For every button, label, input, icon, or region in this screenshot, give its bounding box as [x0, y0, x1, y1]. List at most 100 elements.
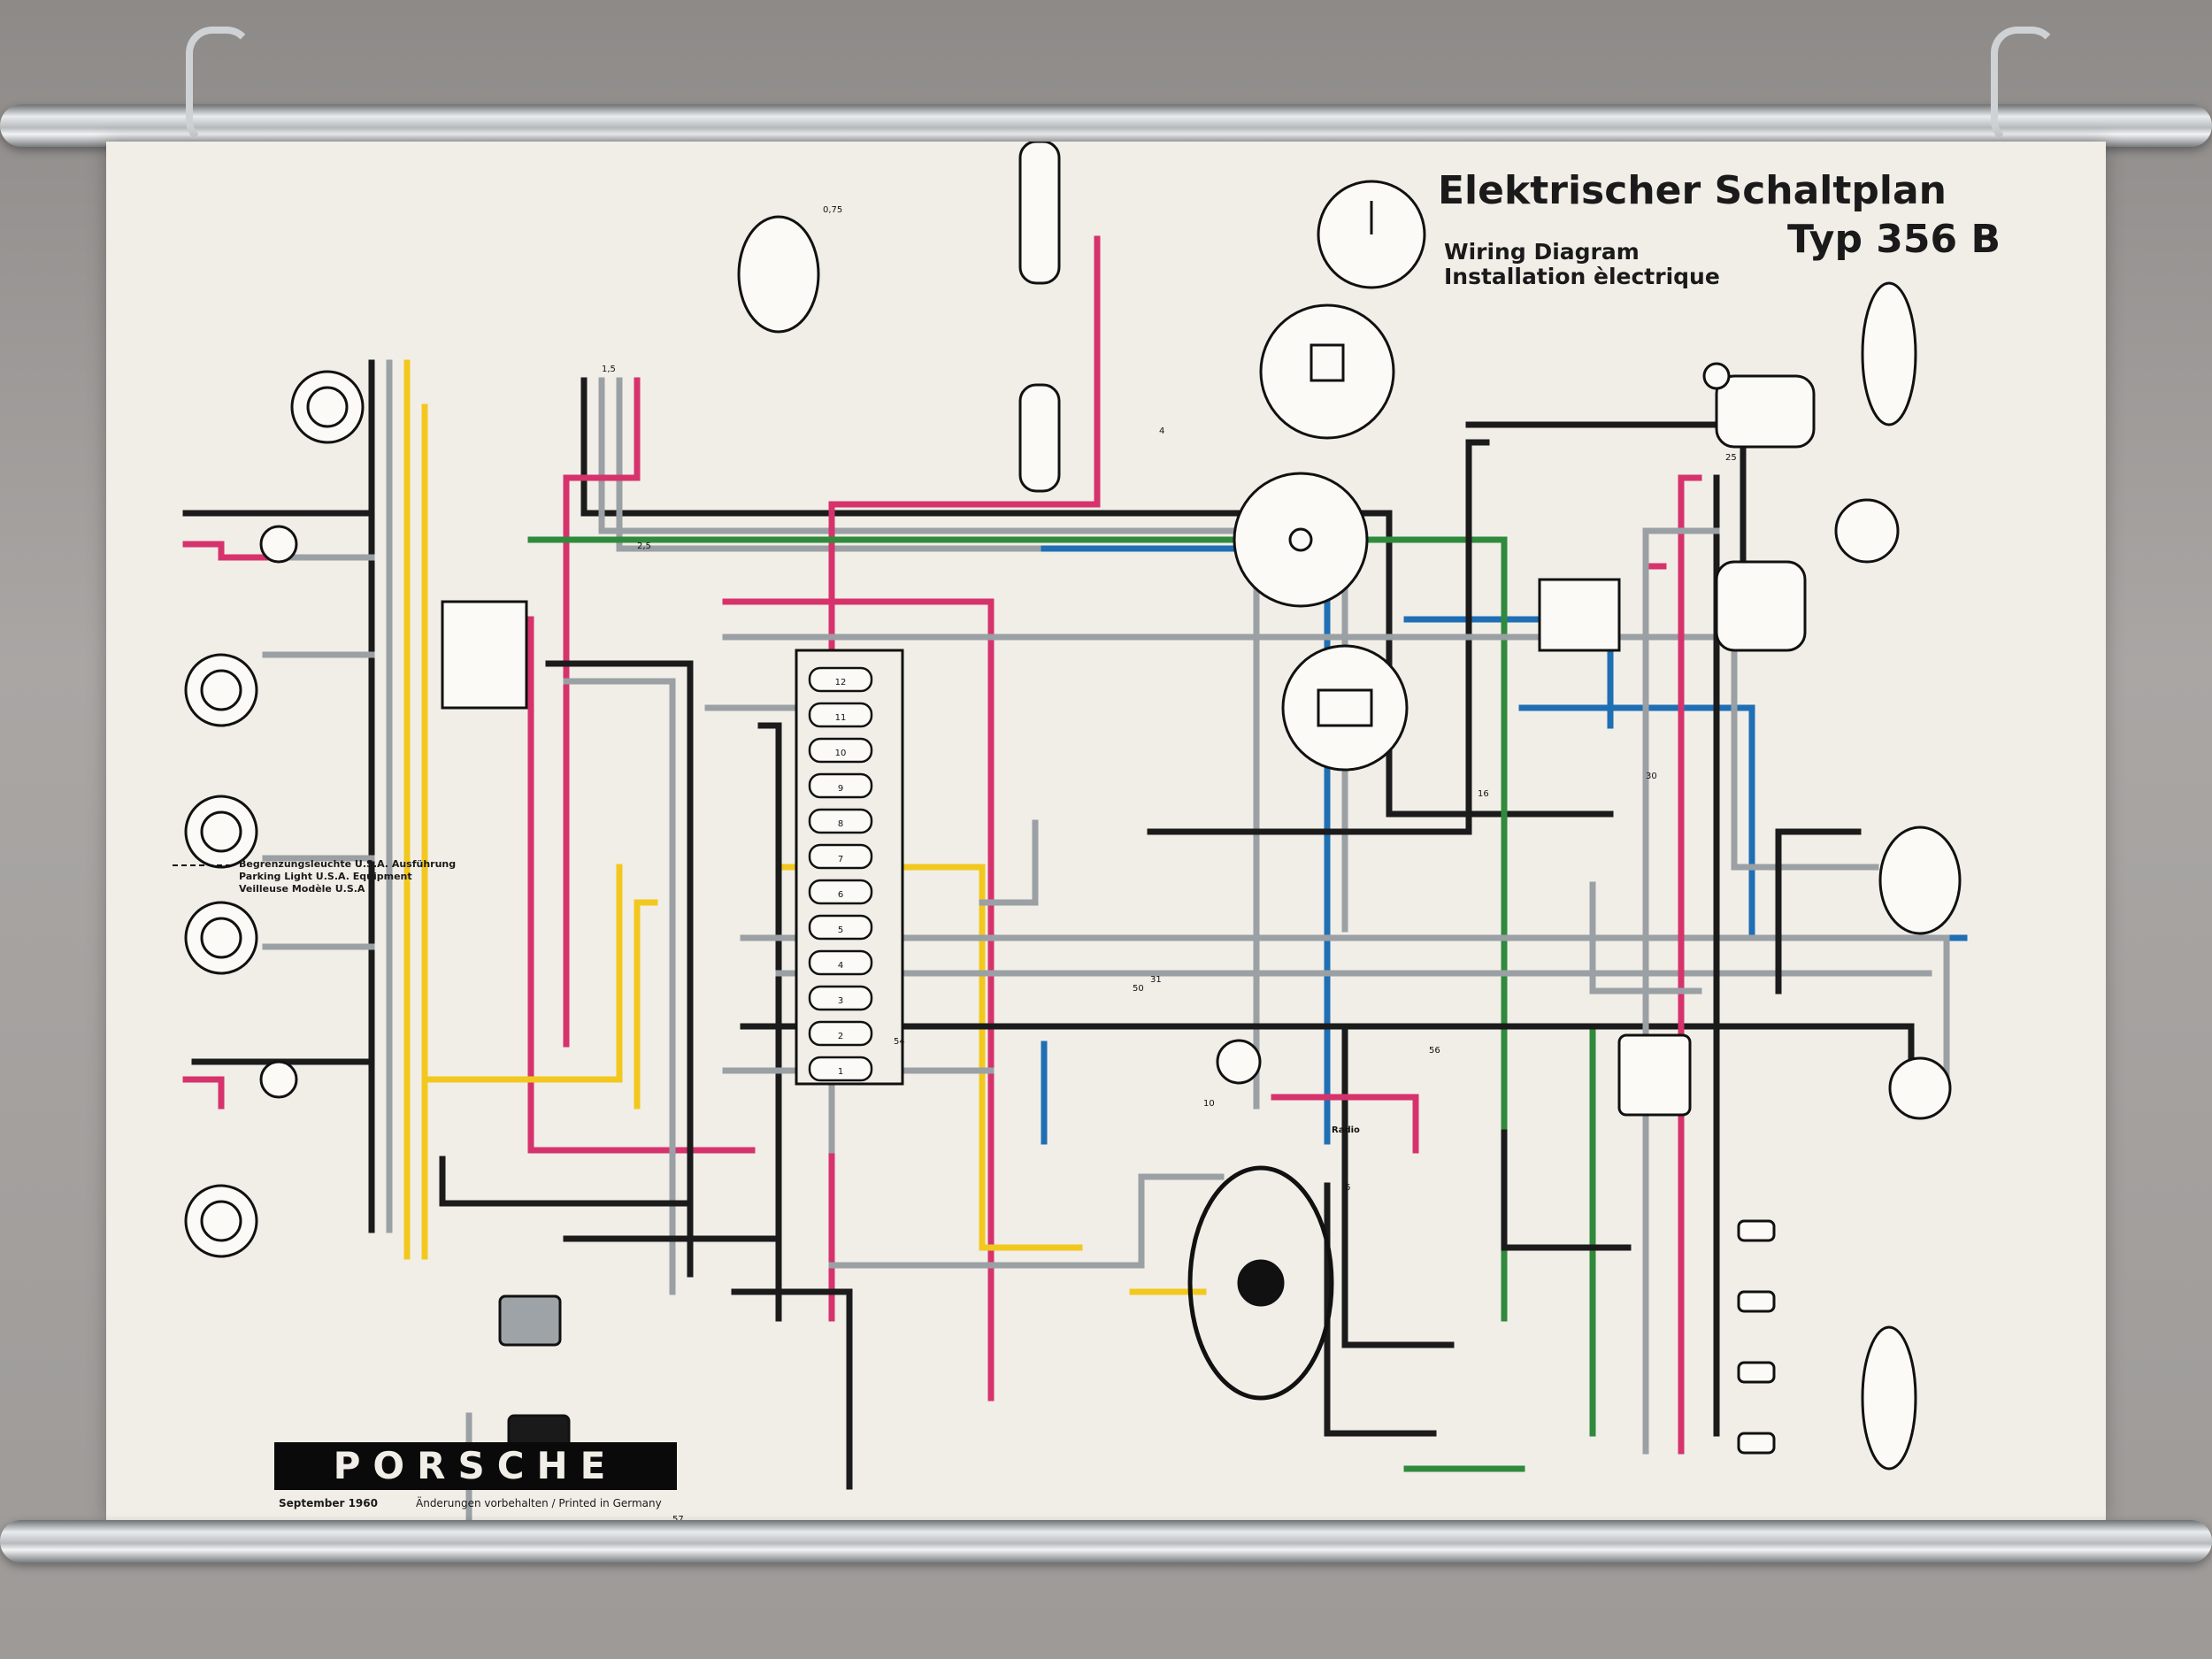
relay-grey	[498, 1294, 562, 1347]
wire-green-29	[527, 536, 1508, 1322]
wire-black-12	[580, 377, 1614, 818]
wire-black-37	[1341, 1023, 1455, 1348]
rear-lamp-top-lens	[1861, 281, 1917, 426]
steering-wheel-rim	[1187, 1165, 1334, 1401]
tail-lamp-right	[1888, 1056, 1952, 1120]
spark-plug-body-0	[1737, 1219, 1776, 1242]
fuse-label-7: 7	[838, 855, 843, 864]
bottom-hanging-rod	[0, 1520, 2212, 1563]
wire-yellow-22	[634, 899, 658, 1110]
headlamp-right-lens	[1878, 826, 1962, 935]
wire-grey-48	[828, 1173, 1225, 1269]
indicator-front-lens	[259, 525, 298, 564]
ignition-switch	[1216, 1039, 1262, 1085]
wire-red-38	[1678, 474, 1702, 1455]
fuse-label-5: 5	[838, 926, 843, 935]
fuse-label-6: 6	[838, 890, 843, 900]
fuse-label-10: 10	[835, 749, 847, 758]
spark-plug-1	[1737, 1290, 1776, 1313]
radio-label: Radio	[1332, 1125, 1360, 1135]
fuse-label-8: 8	[838, 819, 843, 829]
wire-grey-20	[563, 678, 676, 1295]
wire-label-2: 2,5	[637, 541, 651, 551]
lamp-bulb-0	[306, 386, 349, 428]
tachometer-hub	[1288, 527, 1313, 552]
rear-indicator-left	[259, 1060, 298, 1099]
starter-terminal	[1702, 362, 1731, 390]
printed-note: Änderungen vorbehalten / Printed in Germ…	[416, 1497, 662, 1509]
wire-label-7: 25	[1725, 453, 1737, 463]
wire-black-43	[439, 1156, 694, 1207]
left-hook	[186, 27, 253, 147]
wire-label-6: 16	[1478, 789, 1489, 799]
door-switch-bottom	[1018, 383, 1061, 493]
spark-plug-0	[1737, 1219, 1776, 1242]
usa-parking-light-legend: Begrenzungsleuchte U.S.A. Ausführung Par…	[173, 858, 456, 895]
spark-plug-2	[1737, 1361, 1776, 1384]
wire-black-49	[1324, 1182, 1437, 1437]
wire-grey-14	[616, 377, 1260, 1110]
steering-wheel	[1187, 1165, 1334, 1401]
wire-bundle	[182, 235, 1968, 1522]
poster-model: Typ 356 B	[1787, 217, 2001, 262]
wire-red-18	[527, 616, 756, 1154]
wire-grey-56	[1642, 527, 1720, 1455]
wire-grey-53	[979, 819, 1039, 906]
regulator-body	[1538, 578, 1621, 652]
wire-label-3: 4	[1159, 426, 1164, 436]
fuse-7	[808, 843, 873, 870]
wire-black-19	[545, 660, 694, 1278]
starter-body	[1715, 374, 1816, 449]
headlight-switch-face	[737, 215, 820, 334]
fuse-4	[808, 949, 873, 976]
relay-grey-body	[498, 1294, 562, 1347]
wire-grey-13	[598, 377, 1348, 933]
speedometer-window	[1310, 343, 1345, 382]
fuse-8	[808, 808, 873, 834]
spark-plug-3	[1737, 1432, 1776, 1455]
spark-plug-body-1	[1737, 1290, 1776, 1313]
wire-label-11: 54	[894, 1037, 905, 1047]
lamp-4	[184, 1184, 258, 1258]
headlamp-right	[1878, 826, 1962, 935]
light-switch-body	[441, 600, 528, 710]
tachometer-gauge	[1233, 472, 1369, 608]
subtitle-french: Installation èlectrique	[1444, 264, 1720, 289]
wire-grey-34	[740, 934, 1950, 1083]
ignition-coil	[1617, 1033, 1692, 1117]
starter-motor	[1702, 362, 1816, 449]
wire-black-25	[757, 722, 782, 1260]
fuse-label-3: 3	[838, 996, 843, 1006]
fuse-label-1: 1	[838, 1067, 843, 1077]
fuse-label-2: 2	[838, 1032, 843, 1041]
lamp-1	[184, 653, 258, 727]
lamp-3	[184, 901, 258, 975]
spark-plug-body-3	[1737, 1432, 1776, 1455]
fuse-label-12: 12	[835, 678, 847, 687]
fuse-10	[808, 737, 873, 764]
horn-right	[1834, 498, 1900, 564]
wire-black-52	[731, 1288, 853, 1490]
fuse-11	[808, 702, 873, 728]
headlight-switch-top	[737, 215, 820, 334]
wire-black-42	[1501, 1129, 1632, 1251]
fuse-5	[808, 914, 873, 941]
wire-label-0: 0,75	[823, 205, 842, 215]
lamp-2	[184, 795, 258, 869]
print-date: September 1960	[279, 1497, 378, 1509]
wire-green-30	[1359, 1023, 1596, 1437]
wire-grey-33	[722, 634, 1879, 871]
front-indicator-left	[259, 525, 298, 564]
door-switch-top	[1018, 142, 1061, 285]
legend-line-fr: Veilleuse Modèle U.S.A	[239, 883, 365, 895]
wire-label-13: 57	[672, 1515, 684, 1522]
wire-label-1: 1,5	[602, 365, 616, 374]
fuse-label-11: 11	[835, 713, 847, 723]
wire-label-4: 6	[1345, 1183, 1350, 1193]
indicator-rear-lens	[259, 1060, 298, 1099]
right-hook	[1991, 27, 2058, 147]
lamp-bulb-4	[200, 1200, 242, 1242]
wire-grey-41	[1589, 881, 1702, 995]
